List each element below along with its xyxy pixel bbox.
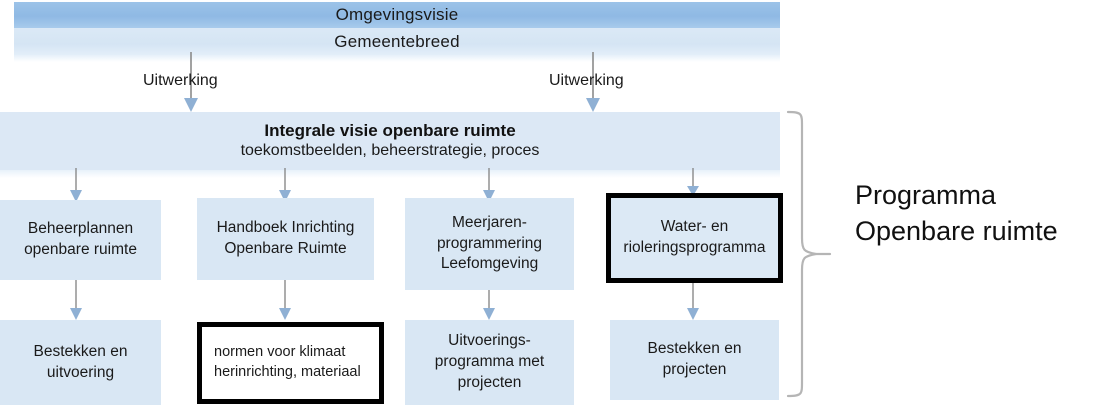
band-integrale-visie-fade <box>0 170 780 178</box>
arrow-label-uitwerking-right: Uitwerking <box>549 72 624 89</box>
band-omgevingsvisie: Omgevingsvisie <box>14 2 780 28</box>
box-normen-voor-klimaat[interactable]: normen voor klimaat herinrichting, mater… <box>197 322 384 404</box>
arrow-to-normen-voor-klimaat <box>264 280 306 322</box>
box-line: programmering <box>436 234 543 252</box>
band-gemeentebreed-label: Gemeentebreed <box>334 31 460 51</box>
box-line: Bestekken en <box>647 340 742 358</box>
box-line: programma met <box>434 353 545 371</box>
box-beheerplannen-openbare-ruimte[interactable]: Beheerplannen openbare ruimte <box>0 200 161 280</box>
box-line: Leefomgeving <box>440 255 539 273</box>
arrow-label-uitwerking-left: Uitwerking <box>143 72 218 89</box>
band-bottom-fade <box>14 55 780 62</box>
box-line: openbare ruimte <box>24 241 137 258</box>
box-line: Openbare Ruimte <box>224 240 347 257</box>
box-line: normen voor klimaat <box>214 344 346 361</box>
arrow-to-meerjarenprogrammering <box>468 168 510 204</box>
box-bestekken-en-uitvoering[interactable]: Bestekken en uitvoering <box>0 320 161 405</box>
box-line: Water- en <box>660 218 729 236</box>
box-uitvoeringsprogramma-met-projecten[interactable]: Uitvoerings- programma met projecten <box>405 320 574 405</box>
box-line: Meerjaren- <box>452 213 527 231</box>
box-water-en-rioleringsprogramma[interactable]: Water- en rioleringsprogramma <box>606 193 783 283</box>
band-integrale-visie: Integrale visie openbare ruimte toekomst… <box>0 112 780 170</box>
grouping-brace <box>786 110 832 398</box>
arrow-to-handboek <box>264 168 306 204</box>
box-meerjarenprogrammering-leefomgeving[interactable]: Meerjaren- programmering Leefomgeving <box>405 198 574 290</box>
arrow-to-bestekken-uitvoering <box>55 280 97 322</box>
arrow-to-bestekken-projecten <box>672 283 714 322</box>
box-line: projecten <box>457 373 522 391</box>
box-line: Beheerplannen <box>27 220 134 238</box>
band-gemeentebreed: Gemeentebreed <box>14 28 780 55</box>
box-line: uitvoering <box>46 363 115 381</box>
box-line: projecten <box>662 361 727 378</box>
right-caption-programma-openbare-ruimte: Programma Openbare ruimte <box>855 178 1103 249</box>
band-omgevingsvisie-label: Omgevingsvisie <box>335 5 459 24</box>
box-line: Bestekken en <box>33 342 128 360</box>
right-caption-line-1: Programma <box>855 180 997 210</box>
box-line: herinrichting, materiaal <box>214 364 361 380</box>
box-bestekken-en-projecten[interactable]: Bestekken en projecten <box>610 320 779 400</box>
band-integrale-visie-title: Integrale visie openbare ruimte <box>264 120 516 140</box>
band-integrale-visie-subtitle: toekomstbeelden, beheerstrategie, proces <box>240 142 540 160</box>
box-line: Handboek Inrichting <box>216 219 355 237</box>
arrow-to-beheerplannen <box>55 168 97 204</box>
right-caption-line-2: Openbare ruimte <box>855 215 1058 246</box>
arrow-to-waterprogramma <box>672 168 714 198</box>
arrow-uitwerking-left <box>170 52 212 114</box>
box-line: rioleringsprogramma <box>623 239 766 256</box>
box-line: Uitvoerings- <box>448 332 531 350</box>
arrow-uitwerking-right <box>572 52 614 114</box>
box-handboek-inrichting-openbare-ruimte[interactable]: Handboek Inrichting Openbare Ruimte <box>197 198 374 280</box>
arrow-to-uitvoeringsprogramma <box>468 290 510 322</box>
